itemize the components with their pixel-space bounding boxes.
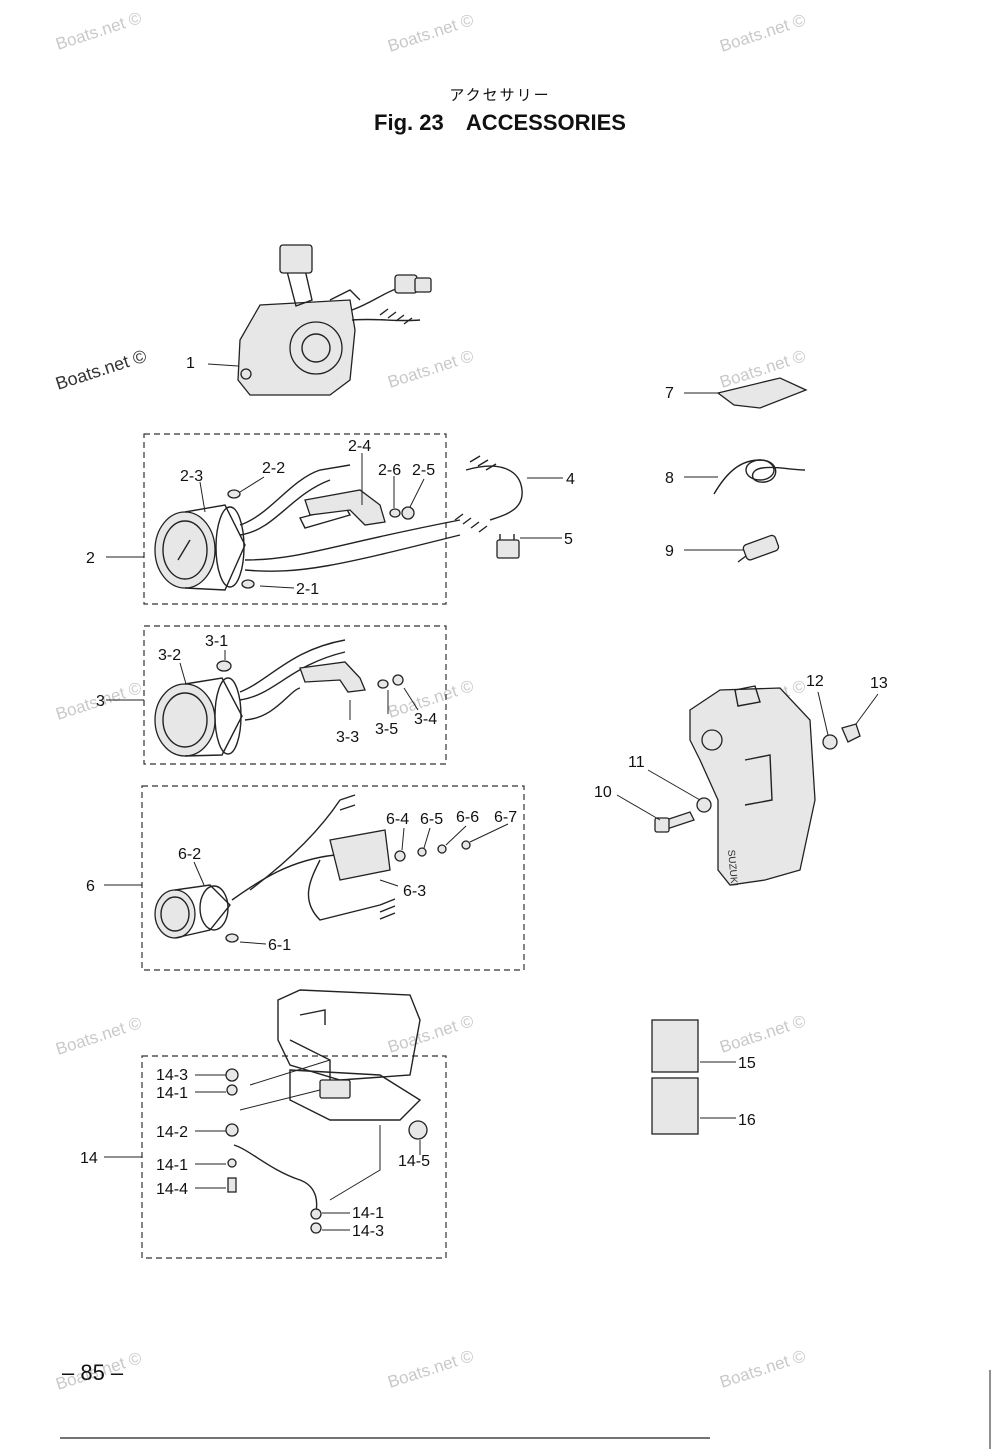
callout-10: 10	[594, 784, 612, 801]
remote-control-box	[237, 244, 432, 396]
callout-14-3: 14-3	[352, 1223, 384, 1240]
callout-14-1: 14-1	[156, 1157, 188, 1174]
callout-15: 15	[738, 1055, 756, 1072]
watermark: Boats.net ©	[53, 8, 144, 54]
group-box-3	[143, 625, 447, 765]
callout-2-2: 2-2	[262, 460, 285, 477]
callout-2-4: 2-4	[348, 438, 371, 455]
callout-5: 5	[564, 531, 573, 548]
callout-3-2: 3-2	[158, 647, 181, 664]
callout-3-1: 3-1	[205, 633, 228, 650]
figure-subtitle-japanese: アクセサリー	[449, 86, 551, 104]
group-box-2	[143, 433, 447, 605]
engine-cover-assembly	[225, 989, 428, 1234]
callout-12: 12	[806, 673, 824, 690]
figure-title: Fig. 23 ACCESSORIES	[0, 110, 1000, 136]
callout-2: 2	[86, 550, 95, 567]
callout-14-5: 14-5	[398, 1153, 430, 1170]
callout-6-7: 6-7	[494, 809, 517, 826]
callout-2-5: 2-5	[412, 462, 435, 479]
callout-9: 9	[665, 543, 674, 560]
fuse-holder-9	[737, 534, 780, 563]
bracket-stamp: SUZUKI	[725, 849, 739, 886]
pad-7	[716, 377, 808, 409]
watermark: Boats.net ©	[717, 1346, 808, 1392]
callout-14-3: 14-3	[156, 1067, 188, 1084]
gauge-assembly-3	[154, 639, 404, 757]
callout-3-4: 3-4	[414, 711, 437, 728]
watermark: Boats.net ©	[717, 10, 808, 56]
decal-16	[651, 1077, 699, 1135]
group-box-6	[141, 785, 525, 971]
plug-5	[496, 534, 520, 559]
gauge-assembly-2	[154, 464, 461, 591]
callout-2-3: 2-3	[180, 468, 203, 485]
callout-14-1: 14-1	[156, 1085, 188, 1102]
callout-14-2: 14-2	[156, 1124, 188, 1141]
figure-number: Fig. 23	[374, 110, 444, 135]
page-number: – 85 –	[62, 1360, 124, 1385]
callout-3: 3	[96, 693, 105, 710]
callout-14-1: 14-1	[352, 1205, 384, 1222]
callout-1: 1	[186, 355, 195, 372]
mounting-bracket: SUZUKI	[654, 685, 861, 887]
callout-7: 7	[665, 385, 674, 402]
callout-3-5: 3-5	[375, 721, 398, 738]
cord-8	[713, 459, 806, 495]
callout-16: 16	[738, 1112, 756, 1129]
callout-6-1: 6-1	[268, 937, 291, 954]
callout-6-5: 6-5	[420, 811, 443, 828]
watermark: Boats.net ©	[385, 10, 476, 56]
callout-14-4: 14-4	[156, 1181, 188, 1198]
callout-11: 11	[628, 754, 645, 771]
callout-6-2: 6-2	[178, 846, 201, 863]
callout-2-1: 2-1	[296, 581, 319, 598]
callout-4: 4	[566, 471, 575, 488]
callout-6: 6	[86, 878, 95, 895]
gauge-assembly-6	[154, 794, 471, 943]
callout-13: 13	[870, 675, 888, 692]
callout-14: 14	[80, 1150, 98, 1167]
callout-6-6: 6-6	[456, 809, 479, 826]
watermark: Boats.net ©	[53, 1013, 144, 1059]
watermark: Boats.net ©	[385, 346, 476, 392]
callout-6-3: 6-3	[403, 883, 426, 900]
leader-lines	[104, 363, 879, 1231]
callout-3-3: 3-3	[336, 729, 359, 746]
watermark: Boats.net ©	[385, 1011, 476, 1057]
callout-8: 8	[665, 470, 674, 487]
watermark: Boats.net ©	[717, 1011, 808, 1057]
watermark: Boats.net ©	[385, 1346, 476, 1392]
decal-15	[651, 1019, 699, 1073]
figure-name: ACCESSORIES	[465, 110, 626, 135]
watermark: Boats.net ©	[53, 346, 149, 394]
wiring-harness-4	[454, 455, 523, 533]
callout-6-4: 6-4	[386, 811, 409, 828]
callout-2-6: 2-6	[378, 462, 401, 479]
callout-labels: 1 2 2-1 2-2 2-3 2-4 2-5 2-6 3 3-1 3-2 3-…	[80, 355, 888, 1240]
